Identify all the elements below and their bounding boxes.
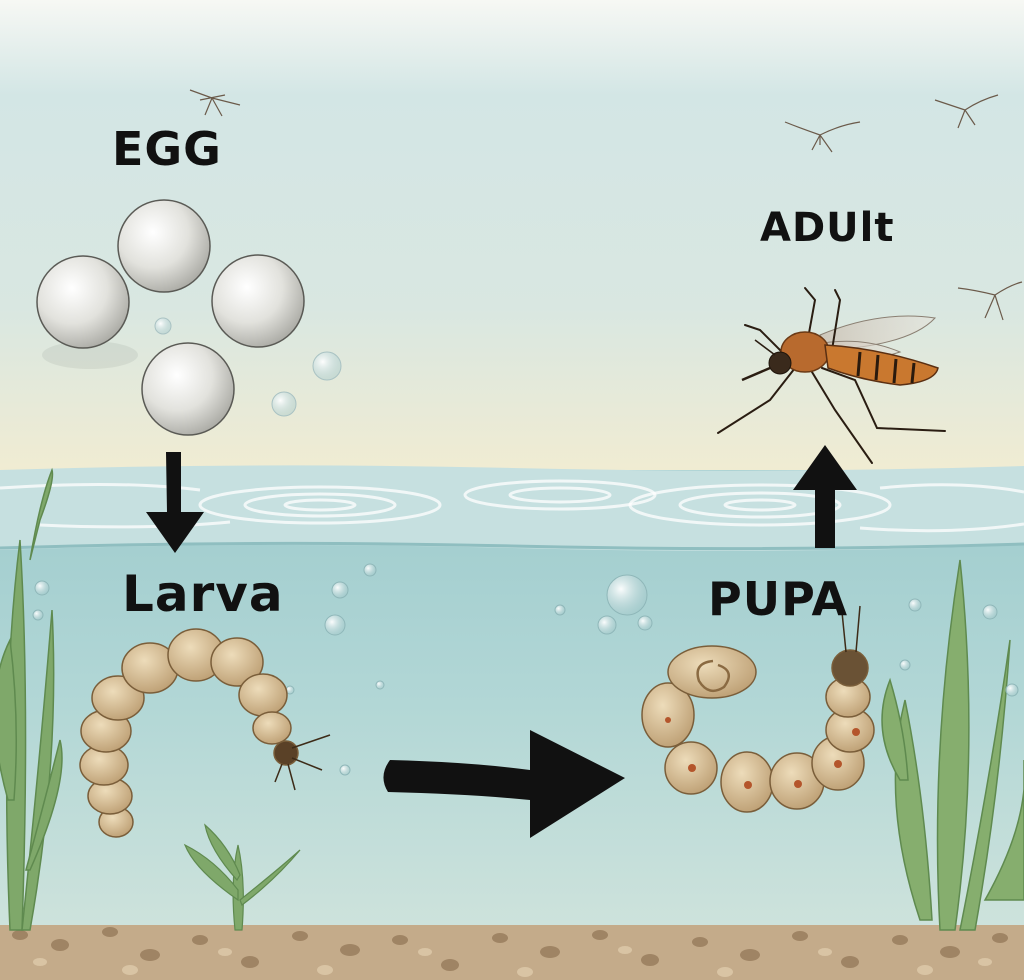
- arrow-icon: [146, 452, 204, 553]
- bubble-icon: [154, 317, 342, 417]
- arrow-icon: [383, 730, 625, 838]
- bubble-icon: [32, 563, 1019, 776]
- mosquito-icon: [717, 287, 946, 464]
- egg-label: EGG: [112, 122, 222, 176]
- egg-icon: [36, 199, 305, 436]
- pupa-label: PUPA: [708, 572, 849, 626]
- plant-icon: [183, 823, 301, 931]
- water: [0, 465, 1024, 940]
- plant-icon: [0, 467, 63, 931]
- adult-label: ADUlt: [760, 205, 895, 251]
- gravel-bed: [0, 925, 1024, 980]
- larva-label: Larva: [122, 565, 284, 623]
- arrow-icon: [793, 445, 857, 548]
- mosquito-icon: [189, 89, 1023, 321]
- water-ripples: [0, 479, 1024, 533]
- pupa-icon: [641, 605, 875, 813]
- larva-icon: [79, 628, 331, 838]
- plant-icon: [881, 559, 1024, 931]
